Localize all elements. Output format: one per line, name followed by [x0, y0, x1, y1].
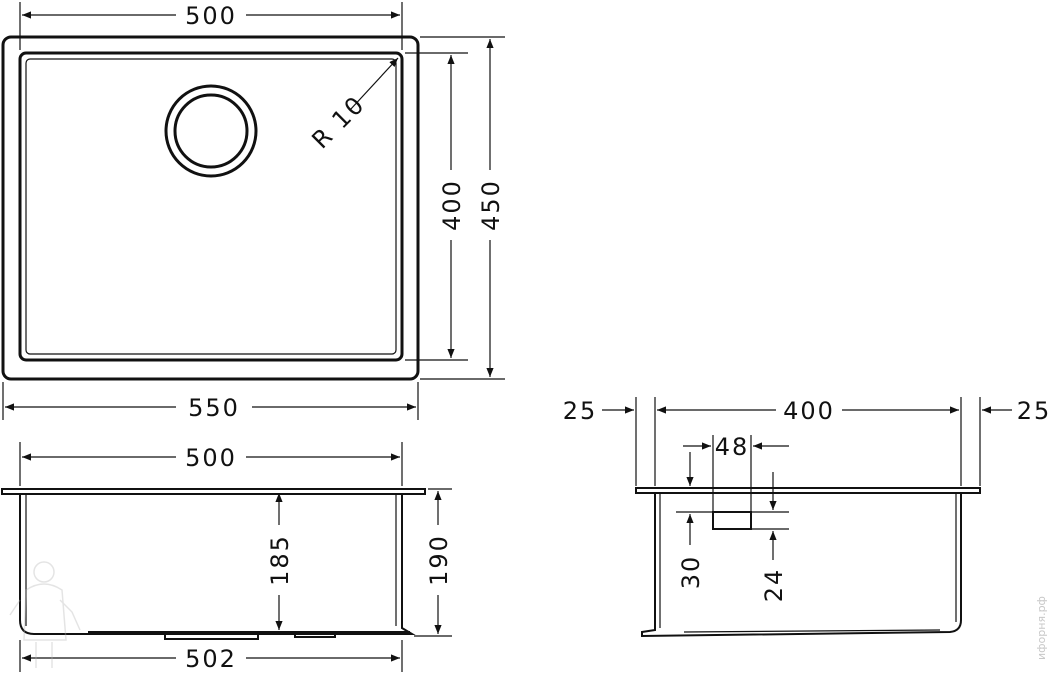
dim-front-depth-outer: 190 [425, 534, 453, 586]
dim-overflow-from-top: 30 [677, 555, 705, 590]
sink-bowl-inner-line [25, 58, 397, 355]
watermark-text: ифорня.рф [1035, 596, 1048, 660]
dim-front-depth-inner: 185 [266, 534, 294, 586]
side-flange [635, 487, 981, 494]
dim-top-width-outer: 550 [188, 394, 240, 422]
plumber-watermark-logo [9, 561, 81, 668]
dim-top-height-inner: 400 [438, 179, 466, 231]
dim-corner-radius: R 10 [306, 90, 370, 154]
overflow-slot [712, 511, 752, 530]
dim-top-width-inner: 500 [185, 2, 237, 30]
drain-outer-ring [164, 84, 258, 178]
top-view: 500 R 10 400 450 550 [1, 2, 505, 422]
dim-front-width-top: 500 [185, 444, 237, 472]
sink-outer-outline [1, 35, 420, 381]
front-flange [1, 488, 426, 495]
sink-bowl-outline [18, 51, 404, 362]
dim-front-width-bottom: 502 [185, 645, 237, 673]
dim-side-inner-width: 400 [783, 397, 835, 425]
dim-overflow-width: 48 [715, 433, 750, 461]
drain-inner-ring [173, 93, 249, 169]
dim-top-height-outer: 450 [477, 179, 505, 231]
dim-side-right-flange: 25 [1017, 397, 1052, 425]
side-bowl-outline [641, 493, 962, 638]
side-view: 25 400 25 48 30 24 [563, 397, 1052, 638]
front-bowl-outline [19, 494, 416, 635]
dim-side-left-flange: 25 [563, 397, 598, 425]
front-view: 500 185 190 502 [1, 442, 453, 673]
front-drain-bottom [88, 631, 410, 640]
dim-overflow-height: 24 [760, 568, 788, 603]
